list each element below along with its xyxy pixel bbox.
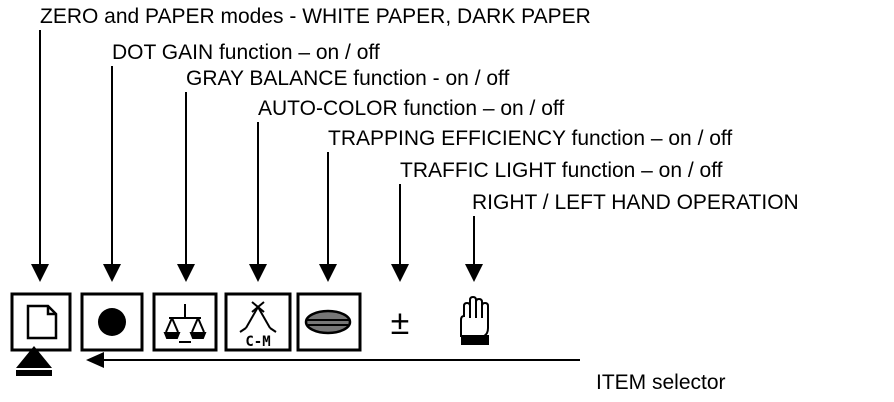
label-dot-gain: DOT GAIN function – on / off bbox=[112, 41, 380, 64]
arrow-dot-gain bbox=[103, 66, 121, 282]
arrow-trapping bbox=[319, 152, 337, 282]
label-gray-balance: GRAY BALANCE function - on / off bbox=[186, 67, 510, 90]
label-trapping: TRAPPING EFFICIENCY function – on / off bbox=[328, 127, 733, 150]
scales-icon bbox=[163, 304, 207, 343]
arrow-gray-balance bbox=[177, 92, 195, 282]
label-item-selector: ITEM selector bbox=[596, 371, 726, 394]
arrow-auto-color bbox=[249, 122, 267, 282]
hand-icon[interactable] bbox=[460, 295, 489, 345]
label-auto-color: AUTO-COLOR function – on / off bbox=[258, 97, 565, 120]
item-selector-icon[interactable] bbox=[16, 346, 52, 368]
label-zero-paper: ZERO and PAPER modes - WHITE PAPER, DARK… bbox=[40, 5, 591, 28]
arrow-hand-operation bbox=[465, 216, 483, 282]
arrow-zero-paper bbox=[31, 30, 49, 282]
arrow-traffic-light bbox=[391, 184, 409, 282]
item-selector-base bbox=[16, 370, 52, 376]
cm-text: C-M bbox=[245, 334, 270, 350]
box-auto-color[interactable] bbox=[224, 292, 292, 352]
trapping-icon bbox=[304, 309, 352, 335]
auto-color-icon: C-M bbox=[239, 301, 277, 350]
dot-icon bbox=[98, 308, 126, 336]
plus-minus-icon[interactable]: ± bbox=[391, 304, 410, 342]
label-traffic-light: TRAFFIC LIGHT function – on / off bbox=[400, 159, 723, 182]
box-gray-balance[interactable] bbox=[152, 292, 218, 352]
paper-icon bbox=[26, 304, 58, 340]
label-hand-operation: RIGHT / LEFT HAND OPERATION bbox=[472, 191, 799, 214]
selector-arrowhead bbox=[86, 352, 104, 368]
